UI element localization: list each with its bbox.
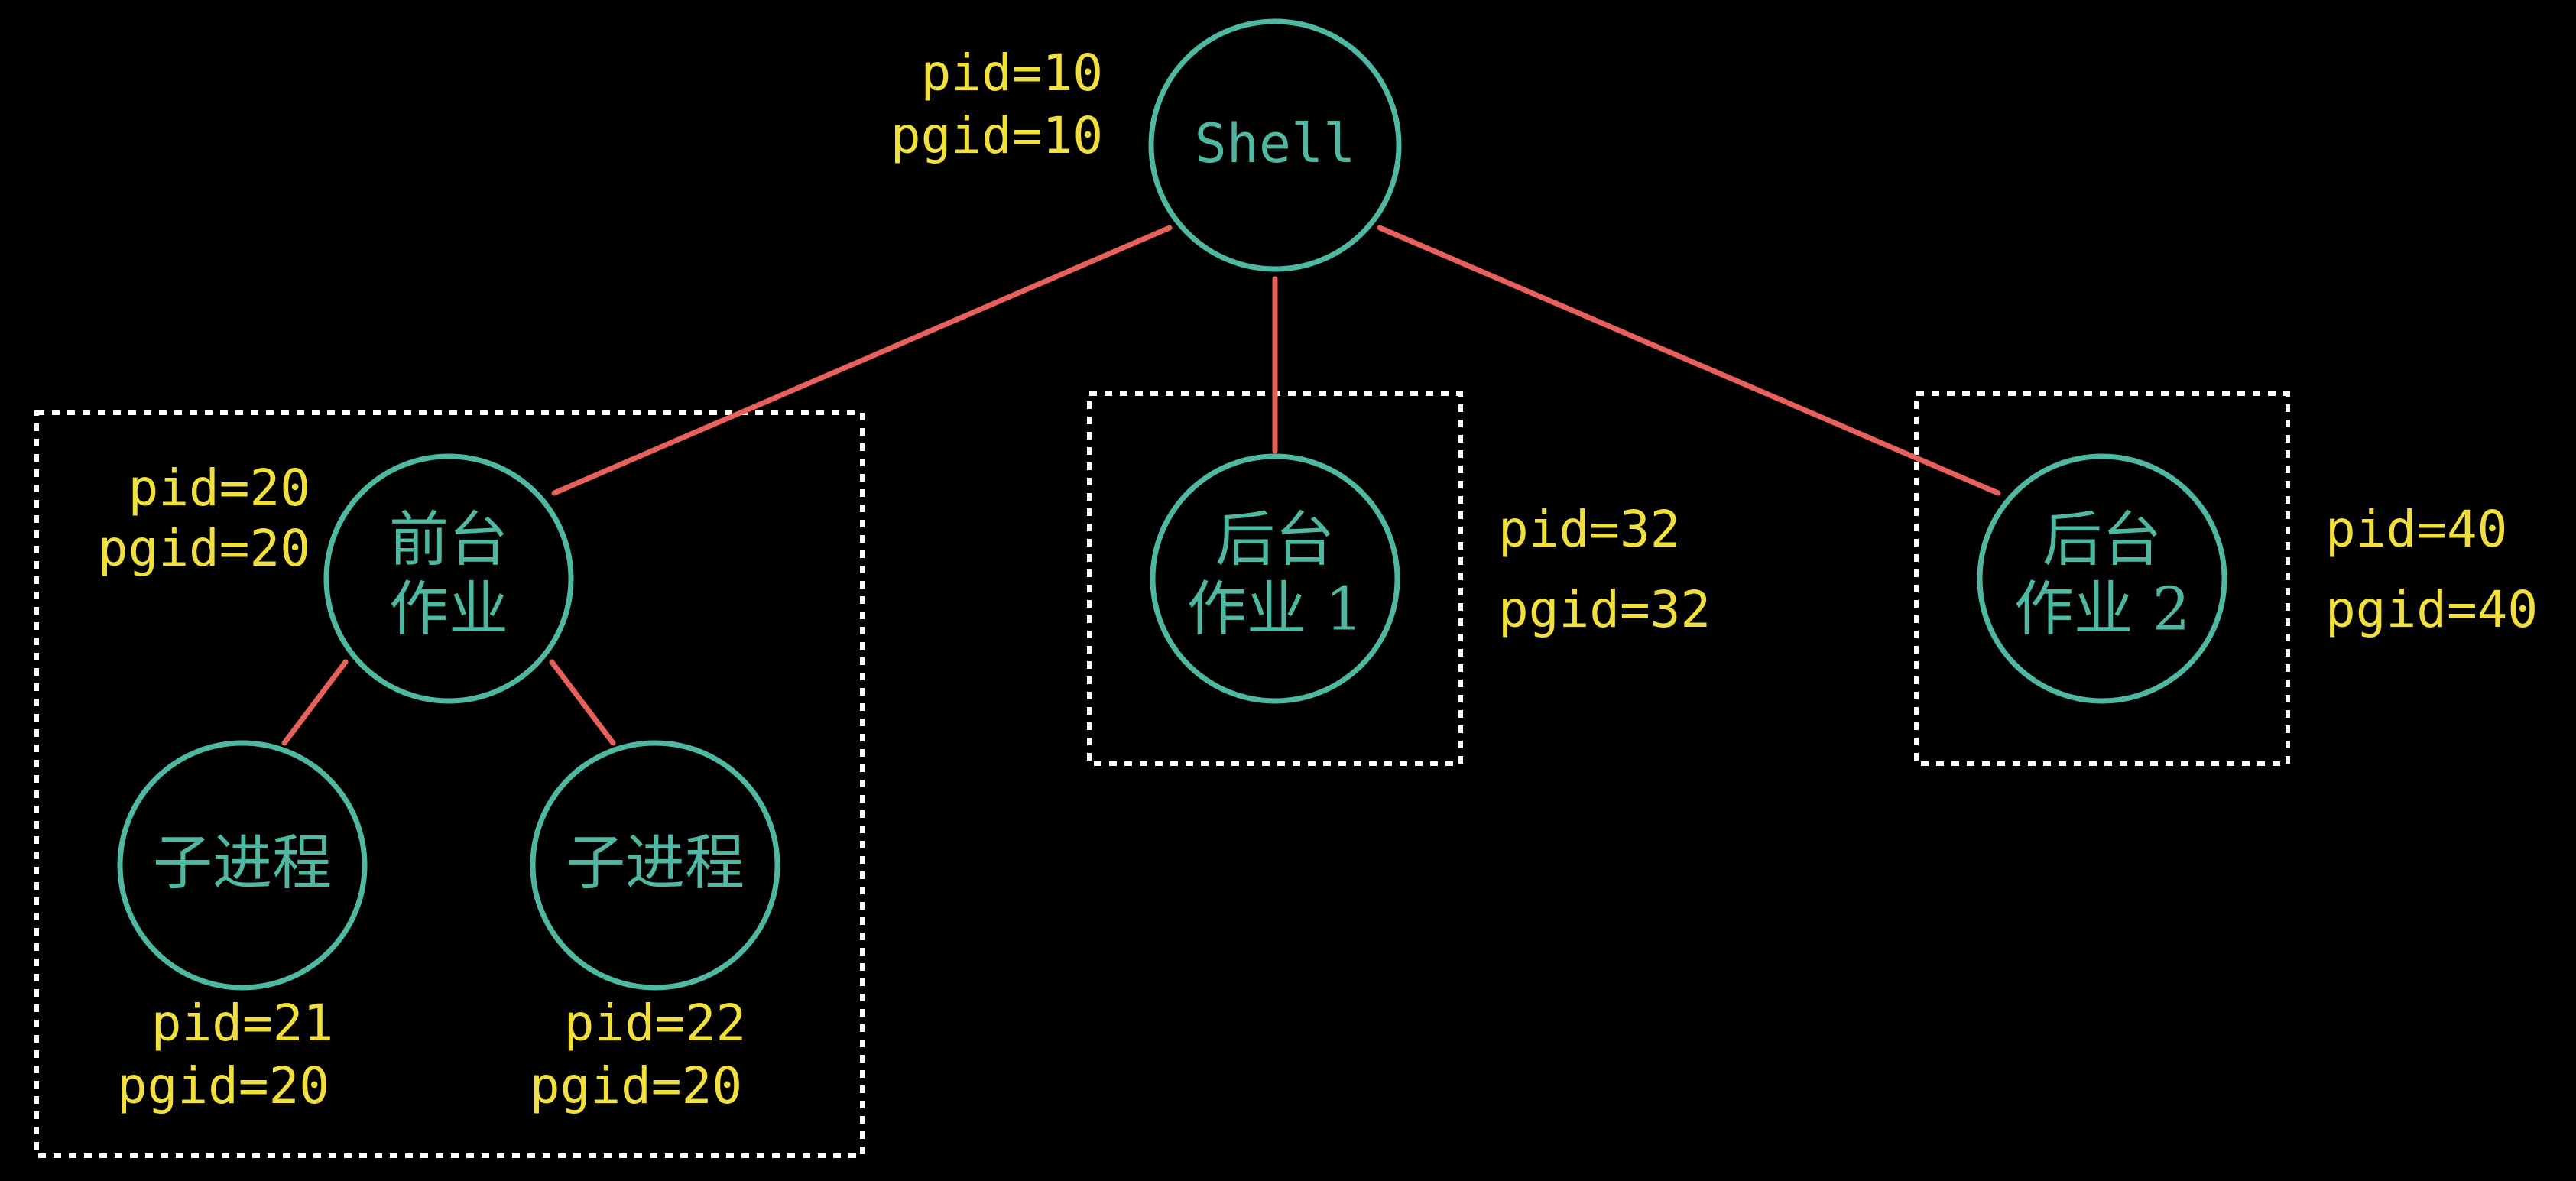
child1-pid: pid=21 xyxy=(151,994,333,1053)
shell-pgid: pgid=10 xyxy=(891,106,1103,165)
child1-pgid: pgid=20 xyxy=(117,1056,329,1115)
edge-shell-background2 xyxy=(1377,225,2001,496)
node-foreground-job-circle xyxy=(323,453,574,704)
node-background-job-1-line2: 作业 1 xyxy=(1187,576,1363,644)
foreground-pid: pid=20 xyxy=(128,459,310,517)
node-background-job-2-line2: 作业 2 xyxy=(2014,576,2190,644)
node-child-process-2-label: 子进程 xyxy=(566,829,745,898)
node-background-job-2: 后台 作业 2 xyxy=(1977,453,2227,704)
foreground-job-group xyxy=(34,410,865,1158)
node-background-job-1: 后台 作业 1 xyxy=(1150,453,1400,704)
node-child-process-2: 子进程 xyxy=(530,740,780,991)
edge-shell-foreground xyxy=(551,225,1173,496)
node-foreground-job-line1: 前台 xyxy=(389,506,508,575)
background1-pgid: pgid=32 xyxy=(1498,580,1711,639)
node-child-process-1-circle xyxy=(117,740,368,991)
child2-pid: pid=22 xyxy=(564,994,746,1053)
edge-foreground-child1 xyxy=(281,659,349,746)
background-job-2-group xyxy=(1914,391,2290,766)
node-child-process-1-label: 子进程 xyxy=(153,829,332,898)
child2-pgid: pgid=20 xyxy=(530,1056,742,1115)
node-child-process-2-circle xyxy=(530,740,780,991)
node-shell-label: Shell xyxy=(1195,112,1356,175)
foreground-pgid: pgid=20 xyxy=(98,519,310,578)
node-background-job-1-line1: 后台 xyxy=(1215,506,1335,575)
node-background-job-2-circle xyxy=(1977,453,2227,704)
node-foreground-job-line2: 作业 xyxy=(389,576,508,644)
background2-pgid: pgid=40 xyxy=(2325,580,2538,639)
shell-pid: pid=10 xyxy=(921,44,1103,102)
background1-pid: pid=32 xyxy=(1498,500,1680,559)
background2-pid: pid=40 xyxy=(2325,500,2507,559)
node-background-job-2-line1: 后台 xyxy=(2042,506,2162,575)
node-shell-circle xyxy=(1148,18,1402,272)
edge-foreground-child2 xyxy=(549,659,616,746)
node-shell: Shell xyxy=(1148,18,1402,272)
node-background-job-1-circle xyxy=(1150,453,1400,704)
node-foreground-job: 前台 作业 xyxy=(323,453,574,704)
node-child-process-1: 子进程 xyxy=(117,740,368,991)
